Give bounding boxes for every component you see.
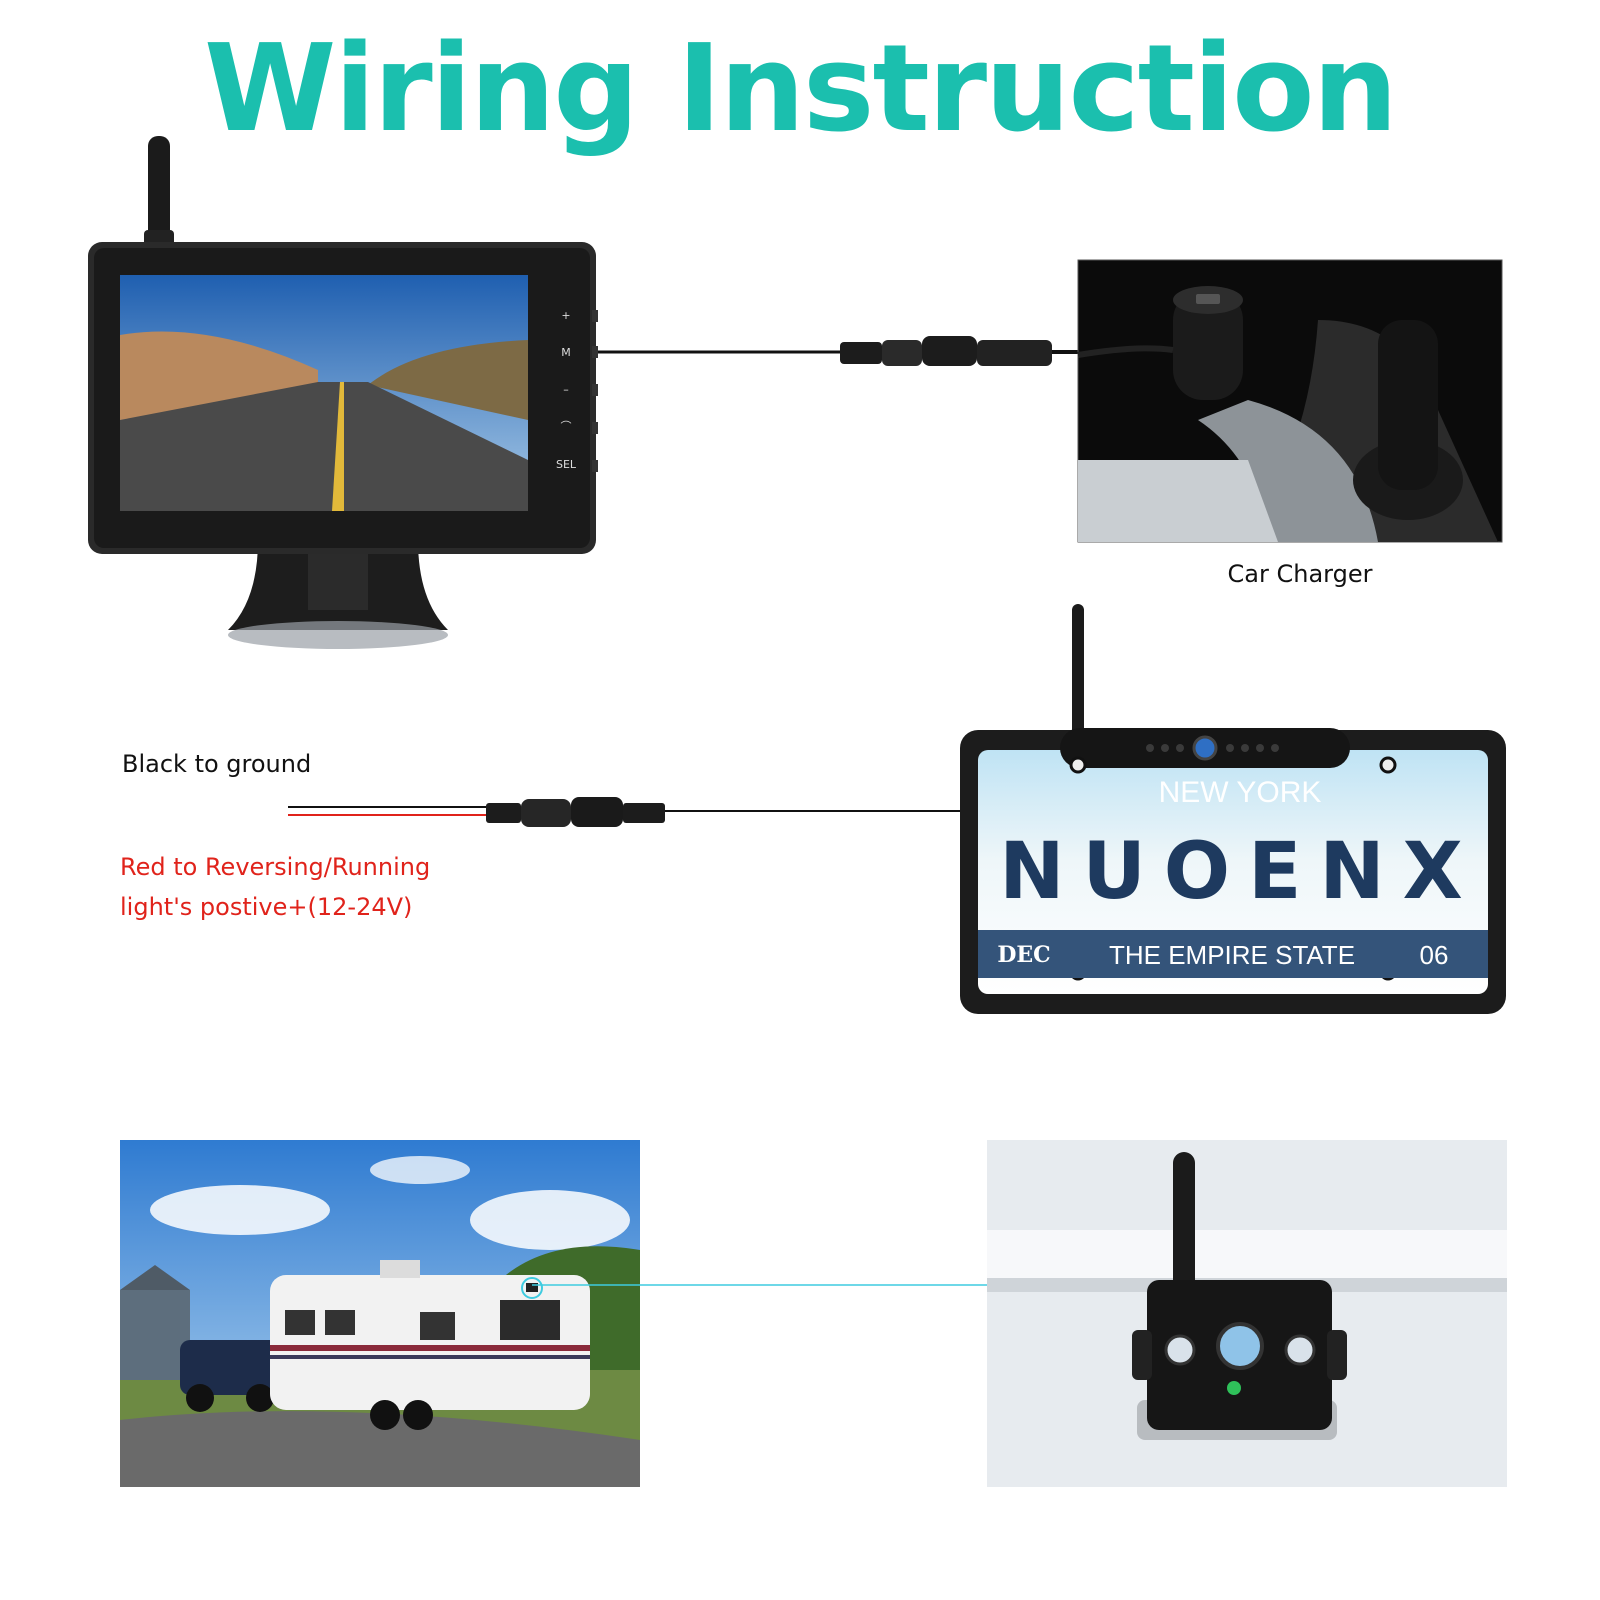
license-plate-camera: NEW YORK NUOENX DEC THE EMPIRE STATE 06 [960, 604, 1506, 1014]
car-charger-photo [1077, 259, 1503, 543]
monitor-buttons: + M – ⌒ SEL [556, 309, 577, 471]
usb-port-icon [1196, 294, 1220, 304]
monitor-button-select[interactable]: SEL [556, 458, 577, 471]
power-cable [598, 336, 1088, 366]
trailer-photo [120, 1140, 640, 1487]
plate-month-text: DEC [997, 942, 1050, 968]
monitor-button-mode[interactable]: ⌒ [561, 420, 572, 433]
page-title: Wiring Instruction [204, 20, 1398, 159]
camera-power-wire [288, 797, 968, 827]
plate-slogan-text: THE EMPIRE STATE [1109, 940, 1355, 970]
antenna-icon [1173, 1152, 1195, 1302]
antenna-icon [148, 136, 170, 256]
antenna-icon [1072, 604, 1084, 764]
monitor-illustration: + M – ⌒ SEL [88, 136, 598, 649]
monitor-button-minus[interactable]: – [563, 383, 569, 396]
camera-lens-icon [1216, 1322, 1264, 1370]
red-wire-label-line2: light's postive+(12-24V) [120, 893, 413, 921]
black-wire-label: Black to ground [122, 750, 312, 778]
car-charger-label: Car Charger [1227, 560, 1373, 588]
plate-state-text: NEW YORK [1159, 776, 1322, 809]
camera-lens-icon [1192, 735, 1218, 761]
red-wire-label-line1: Red to Reversing/Running [120, 853, 431, 881]
monitor-button-plus[interactable]: + [561, 309, 570, 322]
plate-year-text: 06 [1420, 940, 1449, 970]
monitor-button-menu[interactable]: M [561, 346, 571, 359]
plate-brand-text: NUOENX [999, 827, 1481, 917]
trailer-camera-connector [532, 1284, 990, 1286]
trailer-camera-photo [987, 1140, 1507, 1487]
